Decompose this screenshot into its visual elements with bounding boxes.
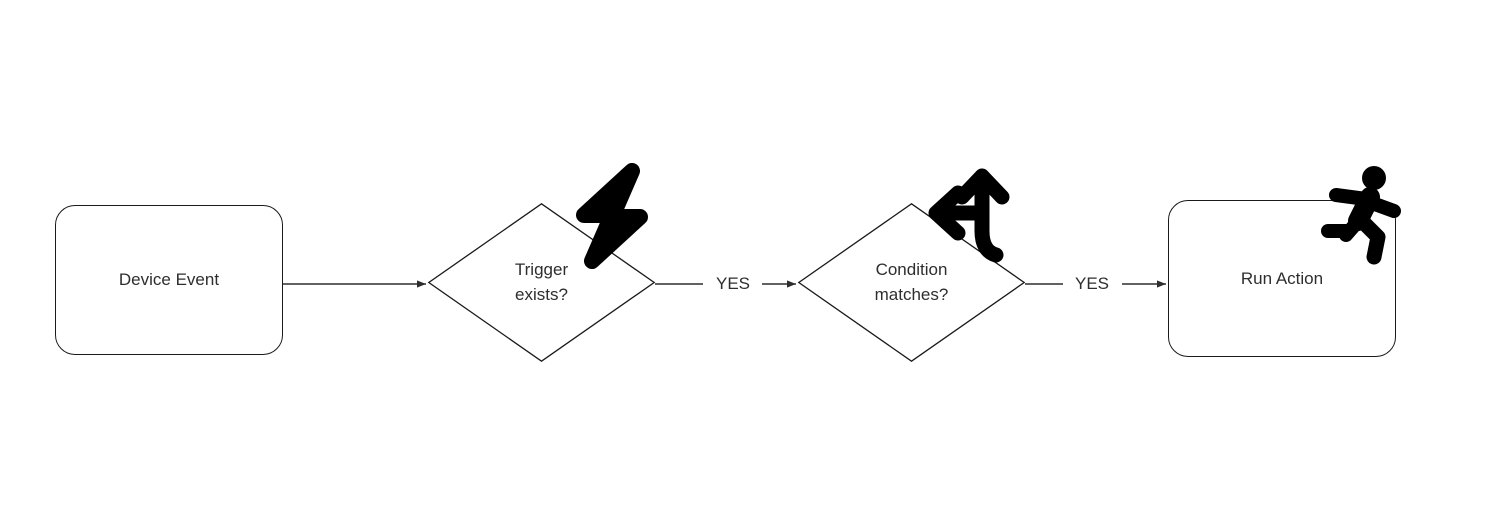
node-trigger-exists-label-line2: exists? <box>515 284 568 304</box>
node-run-action-label: Run Action <box>1240 268 1324 288</box>
node-condition-matches-label-line2: matches? <box>874 284 949 304</box>
node-condition-matches-label: Condition matches? <box>798 203 1025 362</box>
node-condition-matches-label-line1: Condition <box>875 260 948 280</box>
node-run-action[interactable]: Run Action <box>1168 200 1396 357</box>
edge-label-yes-condition: YES <box>1071 274 1113 294</box>
node-trigger-exists-label: Trigger exists? <box>428 203 655 362</box>
node-device-event-label: Device Event <box>118 270 220 290</box>
node-trigger-exists[interactable]: Trigger exists? <box>427 203 656 362</box>
node-device-event[interactable]: Device Event <box>55 205 283 355</box>
edge-label-yes-trigger: YES <box>712 274 754 294</box>
node-trigger-exists-label-line1: Trigger <box>514 260 569 280</box>
node-condition-matches[interactable]: Condition matches? <box>797 203 1026 362</box>
